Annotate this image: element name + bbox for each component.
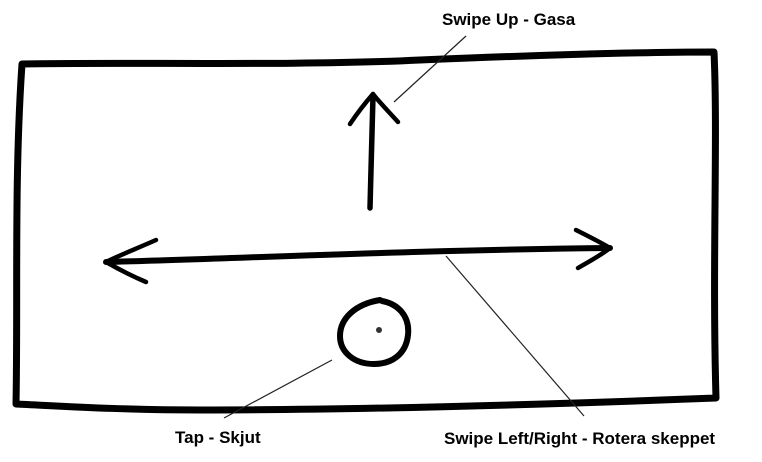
- tap-circle-icon: [337, 297, 412, 367]
- leader-line-swipe-left-right: [445, 255, 585, 417]
- leader-line-tap: [223, 359, 333, 419]
- screen-outline: [12, 48, 720, 414]
- swipe-up-label: Swipe Up - Gasa: [442, 10, 576, 29]
- swipe-left-right-label: Swipe Left/Right - Rotera skeppet: [444, 429, 716, 448]
- left-right-arrow-icon: [103, 227, 613, 285]
- tap-label: Tap - Skjut: [175, 428, 261, 447]
- up-arrow-icon: [347, 91, 401, 211]
- leader-line-swipe-up: [393, 35, 467, 103]
